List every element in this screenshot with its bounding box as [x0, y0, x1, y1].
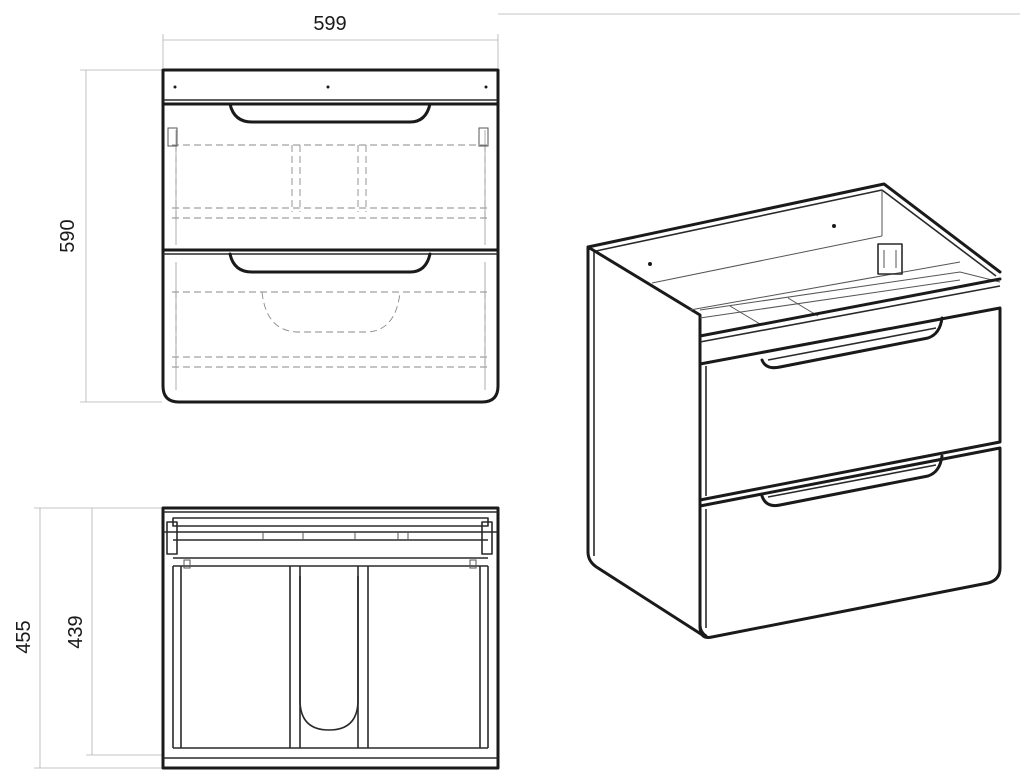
dimension-width-label: 599 [313, 13, 346, 35]
dimension-depth-inner-label: 439 [65, 615, 87, 648]
front-view [161, 68, 500, 404]
dimension-labels: 599 590 455 439 [13, 13, 347, 654]
dimension-depth-outer-label: 455 [13, 620, 35, 653]
isometric-view [586, 182, 1002, 639]
dimension-height-label: 590 [57, 219, 79, 252]
dimension-lines [34, 13, 1020, 769]
top-view [161, 506, 500, 770]
